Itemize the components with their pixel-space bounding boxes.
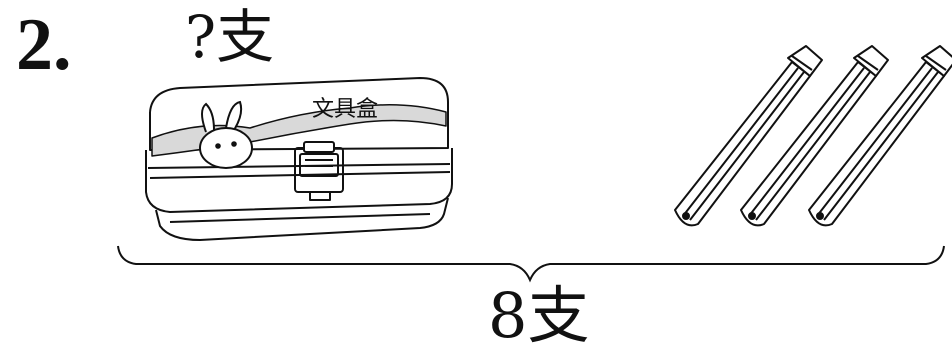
pencil <box>674 45 823 227</box>
pencil-case <box>145 77 453 241</box>
bunny-icon <box>199 100 253 169</box>
total-quantity-label: 8支 <box>488 279 590 352</box>
unknown-quantity-label: ?支 <box>185 3 275 71</box>
question-number: 2. <box>16 4 72 86</box>
total-brace <box>117 245 945 283</box>
pencil-group <box>674 45 952 227</box>
pencil-case-label: 文具盒 <box>312 97 378 122</box>
pencil <box>740 45 889 227</box>
pencil <box>808 45 952 227</box>
